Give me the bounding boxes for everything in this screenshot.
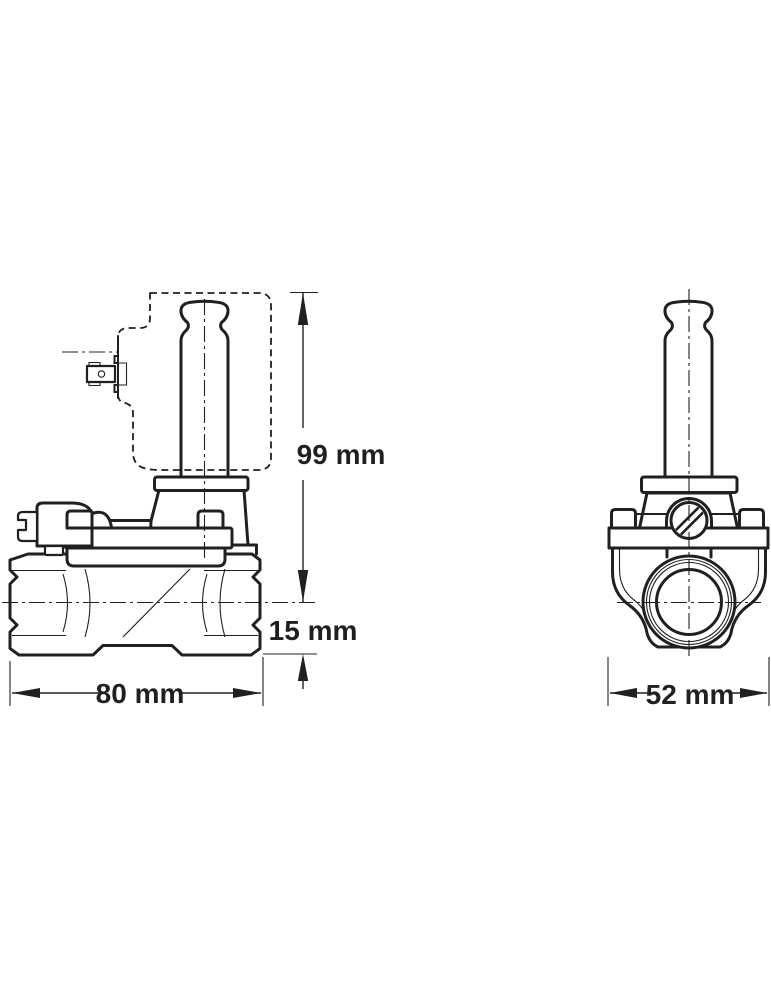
dimension-center-to-base-label: 15 mm xyxy=(269,615,358,646)
arrowhead-15-up xyxy=(297,654,309,681)
screw-slot xyxy=(672,504,706,537)
bonnet-right-step xyxy=(246,543,258,556)
bonnet-base-bar xyxy=(65,546,227,568)
din-connector-foot xyxy=(43,544,65,557)
dimension-width-label: 52 mm xyxy=(646,679,735,710)
spade-terminal-tab-top xyxy=(88,361,101,366)
spade-terminal-tab-bottom xyxy=(88,382,101,387)
arrowhead-99-down xyxy=(297,570,309,602)
coil-phantom-outline xyxy=(117,292,272,471)
arrowhead-80-right xyxy=(233,688,261,698)
tube-flange-side xyxy=(153,475,250,492)
terminal-wing-top xyxy=(113,355,119,364)
arrowhead-52-left xyxy=(610,688,637,698)
arrowhead-52-right xyxy=(740,688,767,698)
terminal-socket xyxy=(118,362,128,386)
arrowhead-80-left xyxy=(12,688,40,698)
flange-tab-left xyxy=(610,508,637,530)
plate-tab-left xyxy=(65,509,95,530)
din-connector-latch xyxy=(16,510,39,543)
valve-body-side xyxy=(8,552,262,657)
terminal-wing-bottom xyxy=(113,384,119,393)
dimension-length-label: 80 mm xyxy=(96,678,185,709)
dimensions: 99 mm 15 mm 80 mm 52 mm xyxy=(9,291,770,710)
flange-tab-right xyxy=(738,508,765,530)
coil-boot-hump xyxy=(90,510,113,530)
arrowhead-99-up xyxy=(297,293,309,325)
centerlines xyxy=(2,289,761,658)
plate-tab-right xyxy=(196,509,225,530)
internal-diagonal-line xyxy=(122,568,191,638)
dimension-height-label: 99 mm xyxy=(297,439,386,470)
spade-terminal xyxy=(85,364,117,384)
side-view xyxy=(8,292,272,657)
terminal-hole xyxy=(97,370,106,378)
